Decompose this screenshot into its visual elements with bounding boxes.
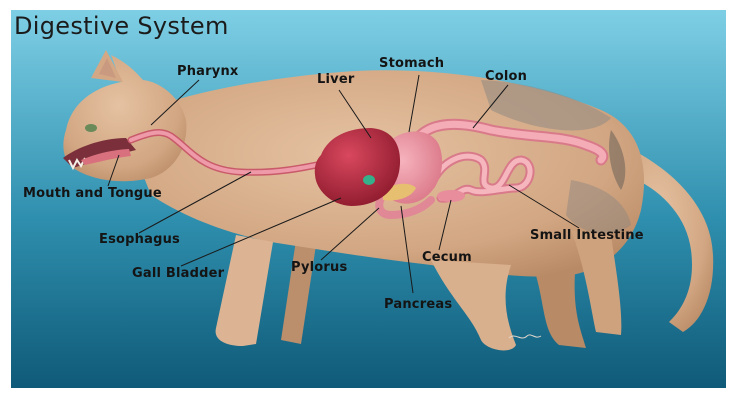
gall-bladder-shape (363, 175, 375, 185)
label-small-intestine: Small Intestine (530, 228, 644, 243)
label-cecum: Cecum (422, 250, 472, 265)
label-esophagus: Esophagus (99, 232, 180, 247)
label-liver: Liver (317, 72, 354, 87)
diagram-frame: Digestive System Pharynx Liver Stomach C… (11, 10, 726, 388)
label-stomach: Stomach (379, 56, 444, 71)
label-pylorus: Pylorus (291, 260, 347, 275)
label-pharynx: Pharynx (177, 64, 238, 79)
label-mouth-and-tongue: Mouth and Tongue (23, 186, 162, 201)
diagram-title: Digestive System (14, 12, 229, 40)
label-colon: Colon (485, 69, 527, 84)
label-gall-bladder: Gall Bladder (132, 266, 224, 281)
label-pancreas: Pancreas (384, 297, 452, 312)
